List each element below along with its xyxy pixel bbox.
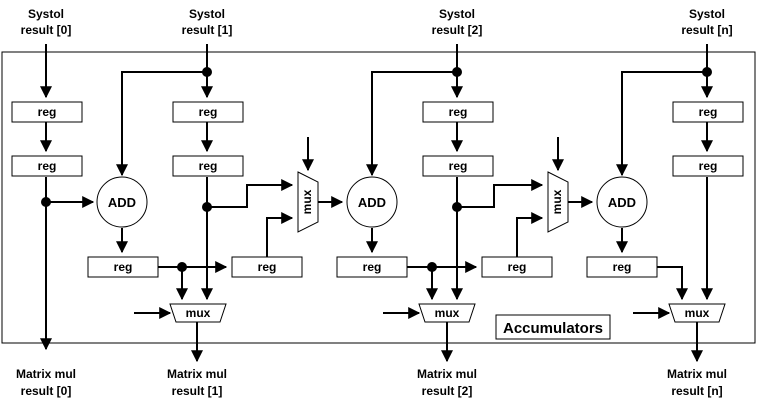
reg-label: reg (508, 260, 527, 274)
reg-label: reg (363, 260, 382, 274)
add-label: ADD (358, 195, 386, 210)
reg-label: reg (258, 260, 277, 274)
input-label-1-line1: Systol (189, 7, 225, 21)
reg-label: reg (38, 159, 57, 173)
reg-label: reg (613, 260, 632, 274)
junction-dot (452, 202, 462, 212)
junction-dot (41, 197, 51, 207)
accumulators-container (1, 51, 756, 344)
output-label-n-line1: Matrix mul (667, 367, 727, 381)
input-label-2-line2: result [2] (432, 23, 483, 37)
add-label: ADD (108, 195, 136, 210)
accumulators-label-box (495, 314, 611, 340)
output-label-2-line1: Matrix mul (417, 367, 477, 381)
wires (40, 44, 713, 363)
reg-label: reg (199, 105, 218, 119)
junction-dot (452, 67, 462, 77)
reg-label: reg (199, 159, 218, 173)
reg-boxes: reg reg reg reg reg reg reg reg reg reg … (11, 101, 744, 278)
input-labels: Systol result [0] Systol result [1] Syst… (21, 7, 733, 37)
adders: ADD ADD ADD (96, 176, 648, 228)
mux-label: mux (300, 189, 314, 214)
output-label-0-line2: result [0] (21, 384, 72, 398)
mux-label: mux (186, 306, 211, 320)
junction-dot (202, 202, 212, 212)
junction-dots (41, 67, 712, 272)
junction-dot (427, 262, 437, 272)
horizontal-muxes: mux mux mux (169, 303, 726, 323)
output-label-2-line2: result [2] (422, 384, 473, 398)
input-label-2-line1: Systol (439, 7, 475, 21)
mux-label: mux (435, 306, 460, 320)
junction-dot (202, 67, 212, 77)
reg-label: reg (699, 159, 718, 173)
junction-dot (177, 262, 187, 272)
junction-dot (702, 67, 712, 77)
reg-label: reg (449, 159, 468, 173)
accumulators-label: Accumulators (503, 320, 603, 337)
output-label-1-line2: result [1] (172, 384, 223, 398)
reg-label: reg (114, 260, 133, 274)
mux-label: mux (685, 306, 710, 320)
input-label-n-line1: Systol (689, 7, 725, 21)
output-labels: Matrix mul result [0] Matrix mul result … (16, 367, 727, 398)
output-label-0-line1: Matrix mul (16, 367, 76, 381)
vertical-muxes: mux mux (297, 171, 569, 233)
output-label-1-line1: Matrix mul (167, 367, 227, 381)
input-label-0-line2: result [0] (21, 23, 72, 37)
input-label-1-line2: result [1] (182, 23, 233, 37)
add-label: ADD (608, 195, 636, 210)
reg-label: reg (38, 105, 57, 119)
reg-label: reg (699, 105, 718, 119)
reg-label: reg (449, 105, 468, 119)
input-label-n-line2: result [n] (681, 23, 732, 37)
output-label-n-line2: result [n] (671, 384, 722, 398)
mux-label: mux (550, 189, 564, 214)
input-label-0-line1: Systol (28, 7, 64, 21)
